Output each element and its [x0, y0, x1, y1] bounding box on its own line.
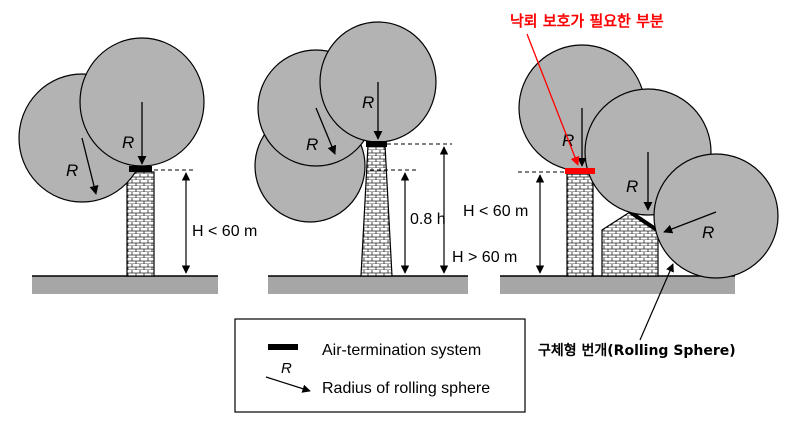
- ground: [32, 276, 218, 294]
- radius-label: R: [362, 93, 374, 112]
- ground: [268, 276, 468, 294]
- radius-arrow: [315, 107, 337, 155]
- height-label: H < 60 m: [192, 223, 257, 240]
- panel-1: R R H < 60 m: [18, 37, 257, 294]
- chimney: [360, 144, 393, 277]
- legend-box: [234, 318, 526, 413]
- legend-radius-arrow: [265, 376, 311, 393]
- house: [601, 211, 659, 277]
- legend-air-termination-label: Air-termination system: [322, 342, 481, 359]
- radius-label: R: [626, 177, 638, 196]
- radius-label: R: [702, 223, 714, 242]
- protection-needed-label: 낙뢰 보호가 필요한 부분: [510, 12, 664, 30]
- air-termination: [366, 141, 387, 147]
- radius-arrow: [81, 137, 99, 195]
- height-label: H > 60 m: [452, 249, 517, 266]
- radius-label: R: [306, 135, 318, 154]
- panel-3: R R R H < 60 m 낙뢰 보호가 필요한 부분 구체형 번개(Roll…: [463, 12, 779, 359]
- panel-2: R R 0.8 h H > 60 m: [254, 21, 517, 294]
- legend: Air-termination system R Radius of rolli…: [234, 318, 526, 413]
- rolling-sphere: [653, 153, 779, 279]
- rolling-sphere-label: 구체형 번개(Rolling Sphere): [538, 342, 736, 359]
- chimney: [126, 171, 155, 277]
- height-label: 0.8 h: [410, 211, 446, 228]
- radius-arrow: [663, 211, 717, 234]
- legend-radius-symbol: R: [281, 360, 292, 377]
- air-termination: [129, 166, 152, 172]
- rolling-sphere-pointer: [639, 263, 674, 341]
- radius-label: R: [122, 133, 134, 152]
- chimney: [566, 173, 594, 277]
- legend-radius-label: Radius of rolling sphere: [322, 380, 490, 397]
- height-label: H < 60 m: [463, 203, 528, 220]
- radius-label: R: [66, 161, 78, 180]
- air-termination-swatch: [268, 344, 298, 350]
- protection-needed-pointer: [526, 33, 580, 166]
- protection-needed-highlight: [565, 168, 595, 174]
- ground: [500, 276, 735, 294]
